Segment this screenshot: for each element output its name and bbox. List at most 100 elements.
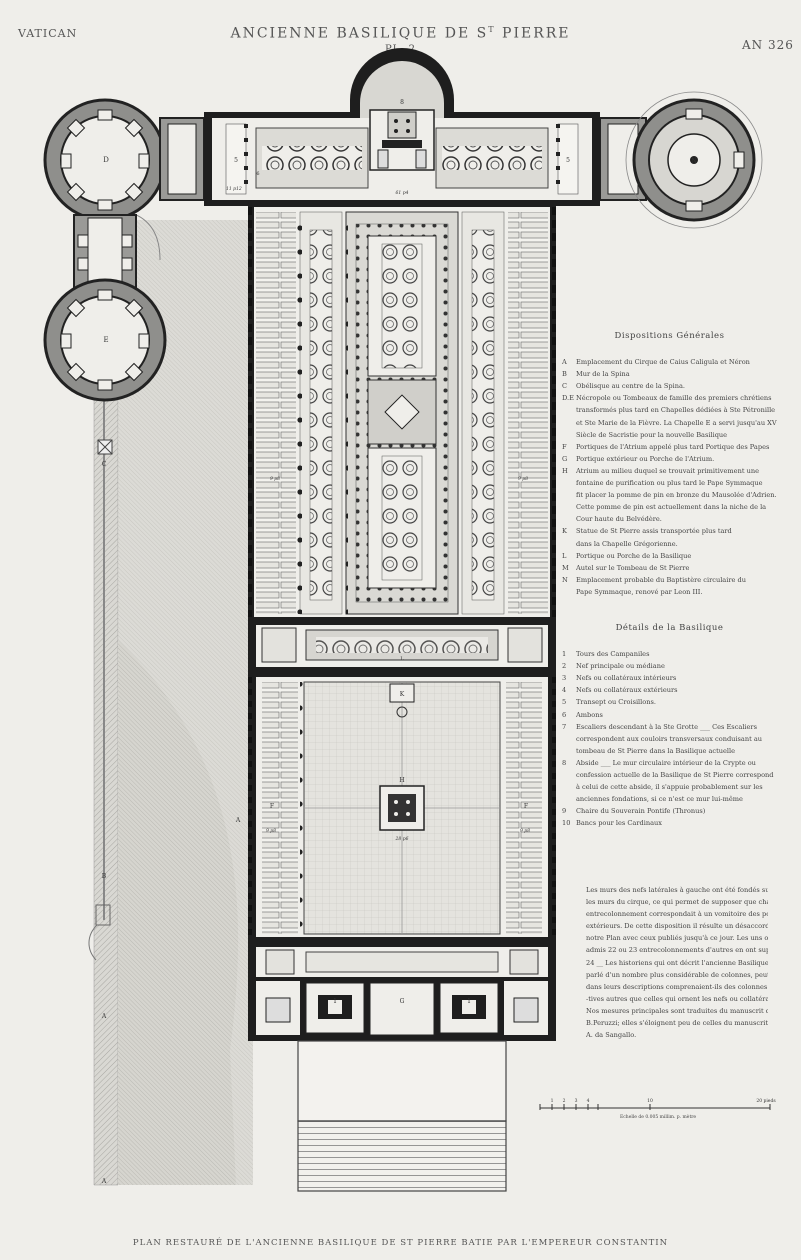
note-line: parlé d'un nombre plus considérable de c… bbox=[586, 970, 768, 979]
label-transept-left: 5 bbox=[234, 157, 238, 164]
note-line: Les murs des nefs latérales à gauche ont… bbox=[586, 886, 768, 894]
label-e: E bbox=[103, 336, 108, 344]
legend-item: anciennes fondations, si ce n'est ce mur… bbox=[562, 793, 777, 805]
legend-description: Pape Symmaque, renové par Leon III. bbox=[576, 587, 703, 596]
legend-description: dans la Chapelle Grégorienne. bbox=[576, 539, 678, 548]
legend-item: C Obélisque au centre de la Spina. bbox=[562, 380, 777, 392]
legend-description: Bancs pour les Cardinaux bbox=[576, 819, 662, 828]
dim-atrium-right: 9 p8 bbox=[520, 828, 530, 834]
note-line: notre Plan avec ceux publiés jusqu'à ce … bbox=[586, 934, 768, 943]
legend-key: 9 bbox=[562, 807, 567, 816]
plate-title-tail: PIERRE bbox=[495, 25, 571, 42]
legend-description: transformés plus tard en Chapelles dédié… bbox=[576, 406, 776, 415]
legend-details-title: Détails de la Basilique bbox=[615, 623, 724, 633]
legend-description: correspondent aux couloirs transversaux … bbox=[576, 734, 763, 743]
header-location: VATICAN bbox=[18, 27, 78, 40]
legend-item: fit placer la pomme de pin en bronze du … bbox=[562, 489, 777, 501]
legend-item: transformés plus tard en Chapelles dédié… bbox=[562, 404, 777, 416]
label-l: L bbox=[400, 656, 404, 662]
legend-key: C bbox=[562, 382, 568, 391]
legend-key: B bbox=[562, 370, 567, 379]
scale-caption: Echelle de 0.005 millim. p. mètre bbox=[620, 1115, 697, 1120]
legend-description: Nefs ou collatéraux intérieurs bbox=[576, 674, 677, 683]
legend-key: 2 bbox=[562, 662, 567, 671]
legend-description: Nef principale ou médiane bbox=[576, 662, 665, 671]
legend-description: à celui de cette abside, il s'appuie pro… bbox=[576, 783, 763, 792]
label-k: K bbox=[400, 691, 405, 698]
note-line: admis 22 ou 23 entrecolonnements d'autre… bbox=[586, 946, 768, 955]
legend-key: K bbox=[562, 527, 567, 536]
scale-tick-4: 4 bbox=[587, 1098, 590, 1104]
legend-item: 4 Nefs ou collatéraux extérieurs bbox=[562, 684, 777, 696]
plate-caption: PLAN RESTAURÉ DE L'ANCIENNE BASILIQUE DE… bbox=[132, 1238, 669, 1248]
dim-atrium-center: 28 p6 bbox=[395, 836, 409, 842]
legend-key bbox=[562, 429, 576, 441]
label-d: D bbox=[103, 156, 109, 164]
legend-description: Portique extérieur ou Porche de l'Atrium… bbox=[576, 454, 715, 463]
legend-key: 7 bbox=[562, 722, 567, 731]
note-line: extérieurs. De cette disposition il résu… bbox=[586, 922, 768, 931]
rotunda-e bbox=[43, 278, 167, 402]
header-year: AN 326 bbox=[742, 38, 794, 52]
legend-key bbox=[562, 489, 576, 501]
legend-key bbox=[562, 733, 576, 745]
legend-key bbox=[562, 769, 576, 781]
note-line: entrecolonnement correspondait à un vomi… bbox=[586, 910, 768, 919]
legend-key bbox=[562, 538, 576, 550]
legend-description: Transept ou Croisillons. bbox=[576, 698, 656, 707]
legend-item: Pape Symmaque, renové par Leon III. bbox=[562, 586, 777, 598]
legend-key: 4 bbox=[562, 686, 567, 695]
legend-item: Cette pomme de pin est actuellement dans… bbox=[562, 501, 777, 513]
legend-item: tombeau de St Pierre dans la Basilique a… bbox=[562, 745, 777, 757]
label-tower-left: 1 bbox=[333, 998, 337, 1005]
note-line: A. da Sangallo. bbox=[586, 1031, 637, 1040]
legend-description: Portique ou Porche de la Basilique bbox=[576, 551, 692, 560]
legend-item: confession actuelle de la Basilique de S… bbox=[562, 769, 777, 781]
legend-key: L bbox=[562, 551, 567, 560]
legend-key bbox=[562, 793, 576, 805]
plate-title: ANCIENNE BASILIQUE DE ST PIERRE bbox=[0, 25, 801, 42]
legend-description: Statue de St Pierre assis transportée pl… bbox=[576, 527, 732, 536]
legend-description: Portiques de l'Atrium appelé plus tard P… bbox=[576, 442, 770, 451]
legend-description: anciennes fondations, si ce n'est ce mur… bbox=[576, 795, 743, 804]
dim-transept-left: 11 p12 bbox=[226, 186, 242, 192]
legend-description: tombeau de St Pierre dans la Basilique a… bbox=[576, 746, 736, 755]
legend-item: K Statue de St Pierre assis transportée p… bbox=[562, 525, 777, 537]
legend-key bbox=[562, 404, 576, 416]
legend-key: 10 bbox=[562, 819, 571, 828]
scale-tick-20: 20 pieds bbox=[756, 1098, 776, 1104]
legend-description: Escaliers descendant à la Ste Grotte ___… bbox=[576, 722, 757, 731]
legend-description: Obélisque au centre de la Spina. bbox=[576, 382, 685, 391]
legend-item: 7 Escaliers descendant à la Ste Grotte __… bbox=[562, 721, 777, 733]
label-g: G bbox=[400, 998, 405, 1005]
forecourt-stairs bbox=[297, 1040, 507, 1192]
legend-item: dans la Chapelle Grégorienne. bbox=[562, 538, 777, 550]
label-tower-right: 1 bbox=[467, 998, 471, 1005]
label-a-upper: A bbox=[235, 817, 241, 824]
legend-key bbox=[562, 586, 576, 598]
scale-tick-2: 2 bbox=[563, 1098, 566, 1104]
legend-general-title: Dispositions Générales bbox=[614, 331, 725, 341]
legend-key bbox=[562, 501, 576, 513]
legend-description: Nefs ou collatéraux extérieurs bbox=[576, 686, 678, 695]
legend-key: G bbox=[562, 454, 568, 463]
apse bbox=[350, 48, 454, 171]
legend-key: D.E bbox=[562, 394, 574, 403]
legend-description: fit placer la pomme de pin en bronze du … bbox=[576, 491, 777, 500]
legend-key: 1 bbox=[562, 650, 567, 659]
porch-l bbox=[248, 619, 556, 671]
note-line: dans leurs descriptions comprenaient-ils… bbox=[586, 982, 768, 991]
legend-description: et Ste Marie de la Fièvre. La Chapelle E… bbox=[576, 418, 777, 427]
rotunda-n bbox=[599, 91, 763, 229]
